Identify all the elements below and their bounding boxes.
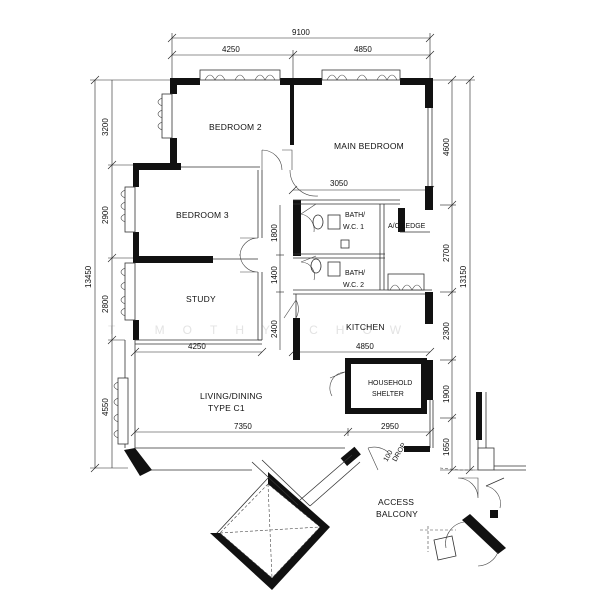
doors [239,149,350,397]
dim-inner-1400: 1400 [270,266,279,284]
room-bedroom-2: BEDROOM 2 [209,122,262,132]
dim-right-1: 4600 [442,138,451,156]
room-type-c1: TYPE C1 [208,403,245,413]
dim-inner-2400: 2400 [270,320,279,338]
room-bath-2-line2: W.C. 2 [343,282,364,289]
room-bedroom-3: BEDROOM 3 [176,210,229,220]
dim-top-total: 9100 [292,28,310,37]
dim-left-3: 2800 [101,295,110,313]
door-drop-100: 100 [383,449,395,463]
dim-right-5: 1650 [442,438,451,456]
dim-right-total: 13150 [459,265,468,288]
dim-left-total: 13450 [84,265,93,288]
dim-left-1: 3200 [101,118,110,136]
dim-inner-2950: 2950 [381,422,399,431]
dim-right-2: 2700 [442,244,451,262]
dim-top-right: 4850 [354,45,372,54]
dim-right-3: 2300 [442,322,451,340]
dim-left-4: 4550 [101,398,110,416]
room-main-bedroom: MAIN BEDROOM [334,141,404,151]
entry-area [210,392,526,590]
dim-inner-3050: 3050 [330,179,348,188]
room-bath-1-line2: W.C. 1 [343,224,364,231]
dimension-labels: 9100 4250 4850 13450 3200 2900 2800 4550… [84,28,468,456]
dim-inner-4250: 4250 [188,342,206,351]
dim-top-left: 4250 [222,45,240,54]
dim-inner-4850: 4850 [356,342,374,351]
room-access-balcony-line1: ACCESS [378,497,414,507]
dim-inner-1800: 1800 [270,224,279,242]
door-drop-label: DROP [392,442,408,463]
dim-left-2: 2900 [101,206,110,224]
room-ac-ledge: A/C LEDGE [388,223,426,230]
walls [124,78,434,476]
room-labels: BEDROOM 2 MAIN BEDROOM BEDROOM 3 STUDY B… [176,122,426,519]
windows [113,69,433,445]
dim-inner-7350: 7350 [234,422,252,431]
room-study: STUDY [186,294,216,304]
room-kitchen: KITCHEN [346,322,385,332]
room-household-shelter-line1: HOUSEHOLD [368,380,412,387]
dim-right-4: 1900 [442,385,451,403]
dimension-lines [90,33,475,475]
watermark: TIMOTHY CHOW [108,323,419,337]
room-bath-2-line1: BATH/ [345,270,365,277]
room-bath-1-line1: BATH/ [345,212,365,219]
room-living-dining: LIVING/DINING [200,391,263,401]
room-access-balcony-line2: BALCONY [376,509,418,519]
room-household-shelter-line2: SHELTER [372,391,404,398]
